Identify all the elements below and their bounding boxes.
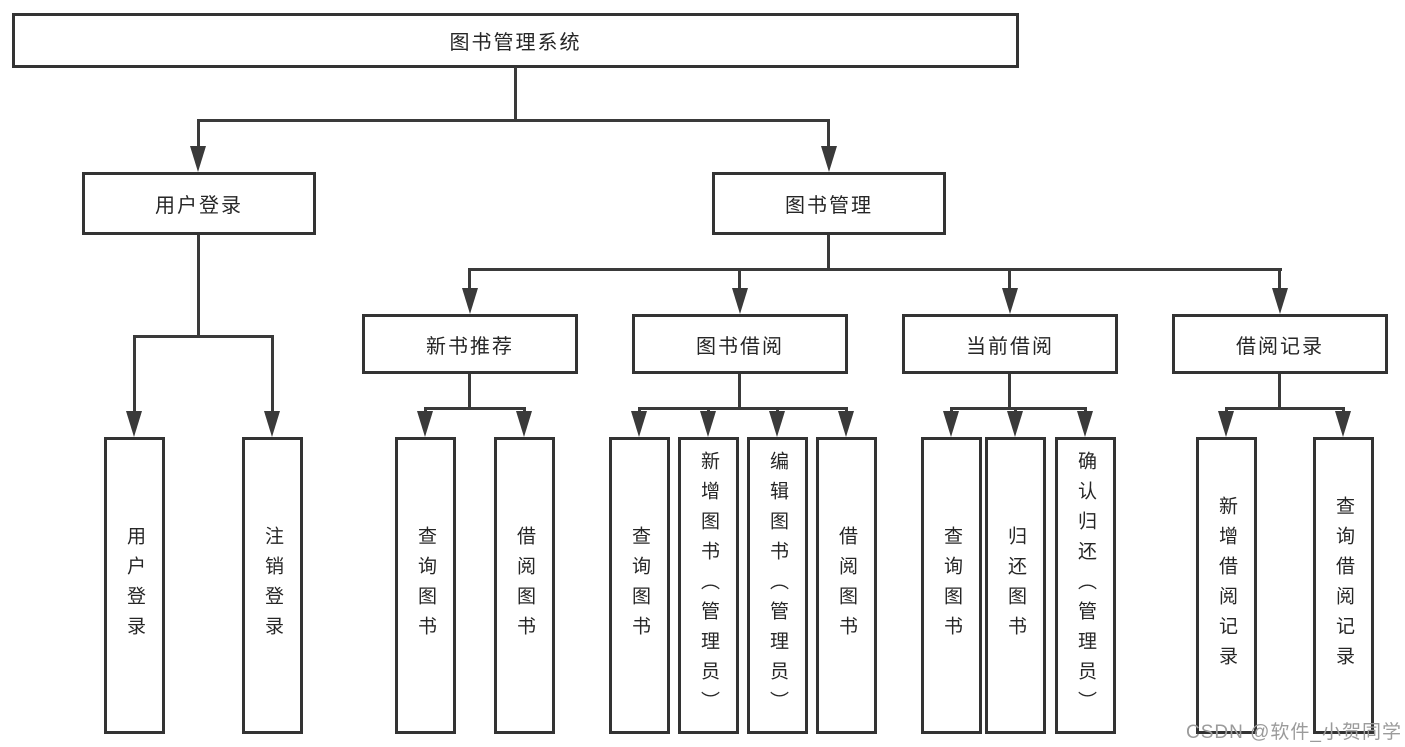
- connector-shaft: [468, 268, 471, 290]
- connector-shaft: [1008, 268, 1011, 290]
- node-leaf-query-books: 查询图书: [395, 437, 456, 734]
- node-library-system-label: 图书管理系统: [449, 32, 582, 54]
- node-borrow-records: 借阅记录: [1172, 314, 1388, 374]
- node-user-login: 用户登录: [82, 172, 316, 235]
- arrow-down-icon: [943, 411, 959, 437]
- node-book-management-label: 图书管理: [785, 195, 873, 217]
- node-book-management: 图书管理: [712, 172, 946, 235]
- node-leaf-borrow-books: 借阅图书: [494, 437, 555, 734]
- connector-shaft: [1014, 407, 1017, 413]
- node-leaf-label: 查询图书: [415, 525, 436, 646]
- csdn-watermark: CSDN @软件_小贺同学: [1186, 722, 1402, 743]
- connector-root-stem: [514, 67, 517, 121]
- connector-book-mgmt-rail: [468, 268, 1282, 271]
- arrow-down-icon: [838, 411, 854, 437]
- node-book-borrowing: 图书借阅: [632, 314, 848, 374]
- connector-root-rail: [197, 119, 830, 122]
- node-leaf-borrow-books: 借阅图书: [816, 437, 877, 734]
- node-current-borrowing: 当前借阅: [902, 314, 1118, 374]
- arrow-down-icon: [516, 411, 532, 437]
- node-leaf-confirm-return-admin: 确认归还（管理员）: [1055, 437, 1116, 734]
- connector-shaft: [1278, 268, 1281, 290]
- connector-rail: [424, 407, 526, 410]
- node-leaf-label: 确认归还（管理员）: [1075, 450, 1096, 721]
- arrow-down-icon: [821, 146, 837, 172]
- node-leaf-label: 编辑图书（管理员）: [767, 450, 788, 721]
- node-new-book-recommend: 新书推荐: [362, 314, 578, 374]
- node-leaf-label: 归还图书: [1005, 525, 1026, 646]
- arrow-down-icon: [1272, 288, 1288, 314]
- node-library-system: 图书管理系统: [12, 13, 1019, 68]
- connector-shaft: [776, 407, 779, 413]
- connector-shaft: [638, 407, 641, 413]
- node-leaf-add-books-admin: 新增图书（管理员）: [678, 437, 739, 734]
- connector-shaft: [133, 335, 136, 413]
- arrow-down-icon: [417, 411, 433, 437]
- arrow-down-icon: [462, 288, 478, 314]
- connector-shaft: [523, 407, 526, 413]
- node-leaf-label: 用户登录: [124, 525, 145, 646]
- connector-user-login-stem: [197, 235, 200, 337]
- node-leaf-label: 查询借阅记录: [1333, 495, 1354, 676]
- node-leaf-label: 查询图书: [629, 525, 650, 646]
- node-leaf-query-borrow-record: 查询借阅记录: [1313, 437, 1374, 734]
- arrow-down-icon: [126, 411, 142, 437]
- node-leaf-query-books: 查询图书: [921, 437, 982, 734]
- connector-shaft: [1225, 407, 1228, 413]
- node-leaf-user-login: 用户登录: [104, 437, 165, 734]
- arrow-down-icon: [700, 411, 716, 437]
- connector-rail: [950, 407, 1087, 410]
- arrow-down-icon: [264, 411, 280, 437]
- connector-user-login-rail: [133, 335, 274, 338]
- connector-user-login-shaft: [197, 119, 200, 147]
- connector-shaft: [424, 407, 427, 413]
- connector-stem: [738, 374, 741, 409]
- connector-stem: [1008, 374, 1011, 409]
- connector-shaft: [845, 407, 848, 413]
- connector-rail: [638, 407, 848, 410]
- node-user-login-label: 用户登录: [155, 195, 243, 217]
- connector-stem: [468, 374, 471, 409]
- node-new-book-recommend-label: 新书推荐: [426, 335, 514, 358]
- node-book-borrowing-label: 图书借阅: [696, 335, 784, 358]
- arrow-down-icon: [190, 146, 206, 172]
- connector-shaft: [950, 407, 953, 413]
- connector-shaft: [707, 407, 710, 413]
- connector-book-mgmt-stem: [827, 235, 830, 270]
- connector-rail: [1225, 407, 1345, 410]
- arrow-down-icon: [631, 411, 647, 437]
- arrow-down-icon: [1335, 411, 1351, 437]
- arrow-down-icon: [1218, 411, 1234, 437]
- node-leaf-logout: 注销登录: [242, 437, 303, 734]
- node-leaf-label: 注销登录: [262, 525, 283, 646]
- node-leaf-query-books: 查询图书: [609, 437, 670, 734]
- arrow-down-icon: [1077, 411, 1093, 437]
- node-current-borrowing-label: 当前借阅: [966, 335, 1054, 358]
- connector-shaft: [1084, 407, 1087, 413]
- connector-shaft: [1342, 407, 1345, 413]
- arrow-down-icon: [732, 288, 748, 314]
- connector-book-mgmt-shaft: [827, 119, 830, 147]
- connector-stem: [1278, 374, 1281, 409]
- node-leaf-label: 新增图书（管理员）: [698, 450, 719, 721]
- node-leaf-edit-books-admin: 编辑图书（管理员）: [747, 437, 808, 734]
- connector-shaft: [738, 268, 741, 290]
- node-borrow-records-label: 借阅记录: [1236, 335, 1324, 358]
- connector-shaft: [271, 335, 274, 413]
- node-leaf-label: 查询图书: [941, 525, 962, 646]
- arrow-down-icon: [1007, 411, 1023, 437]
- arrow-down-icon: [769, 411, 785, 437]
- node-leaf-label: 借阅图书: [836, 525, 857, 646]
- node-leaf-label: 借阅图书: [514, 525, 535, 646]
- node-leaf-return-books: 归还图书: [985, 437, 1046, 734]
- node-leaf-label: 新增借阅记录: [1216, 495, 1237, 676]
- node-leaf-add-borrow-record: 新增借阅记录: [1196, 437, 1257, 734]
- arrow-down-icon: [1002, 288, 1018, 314]
